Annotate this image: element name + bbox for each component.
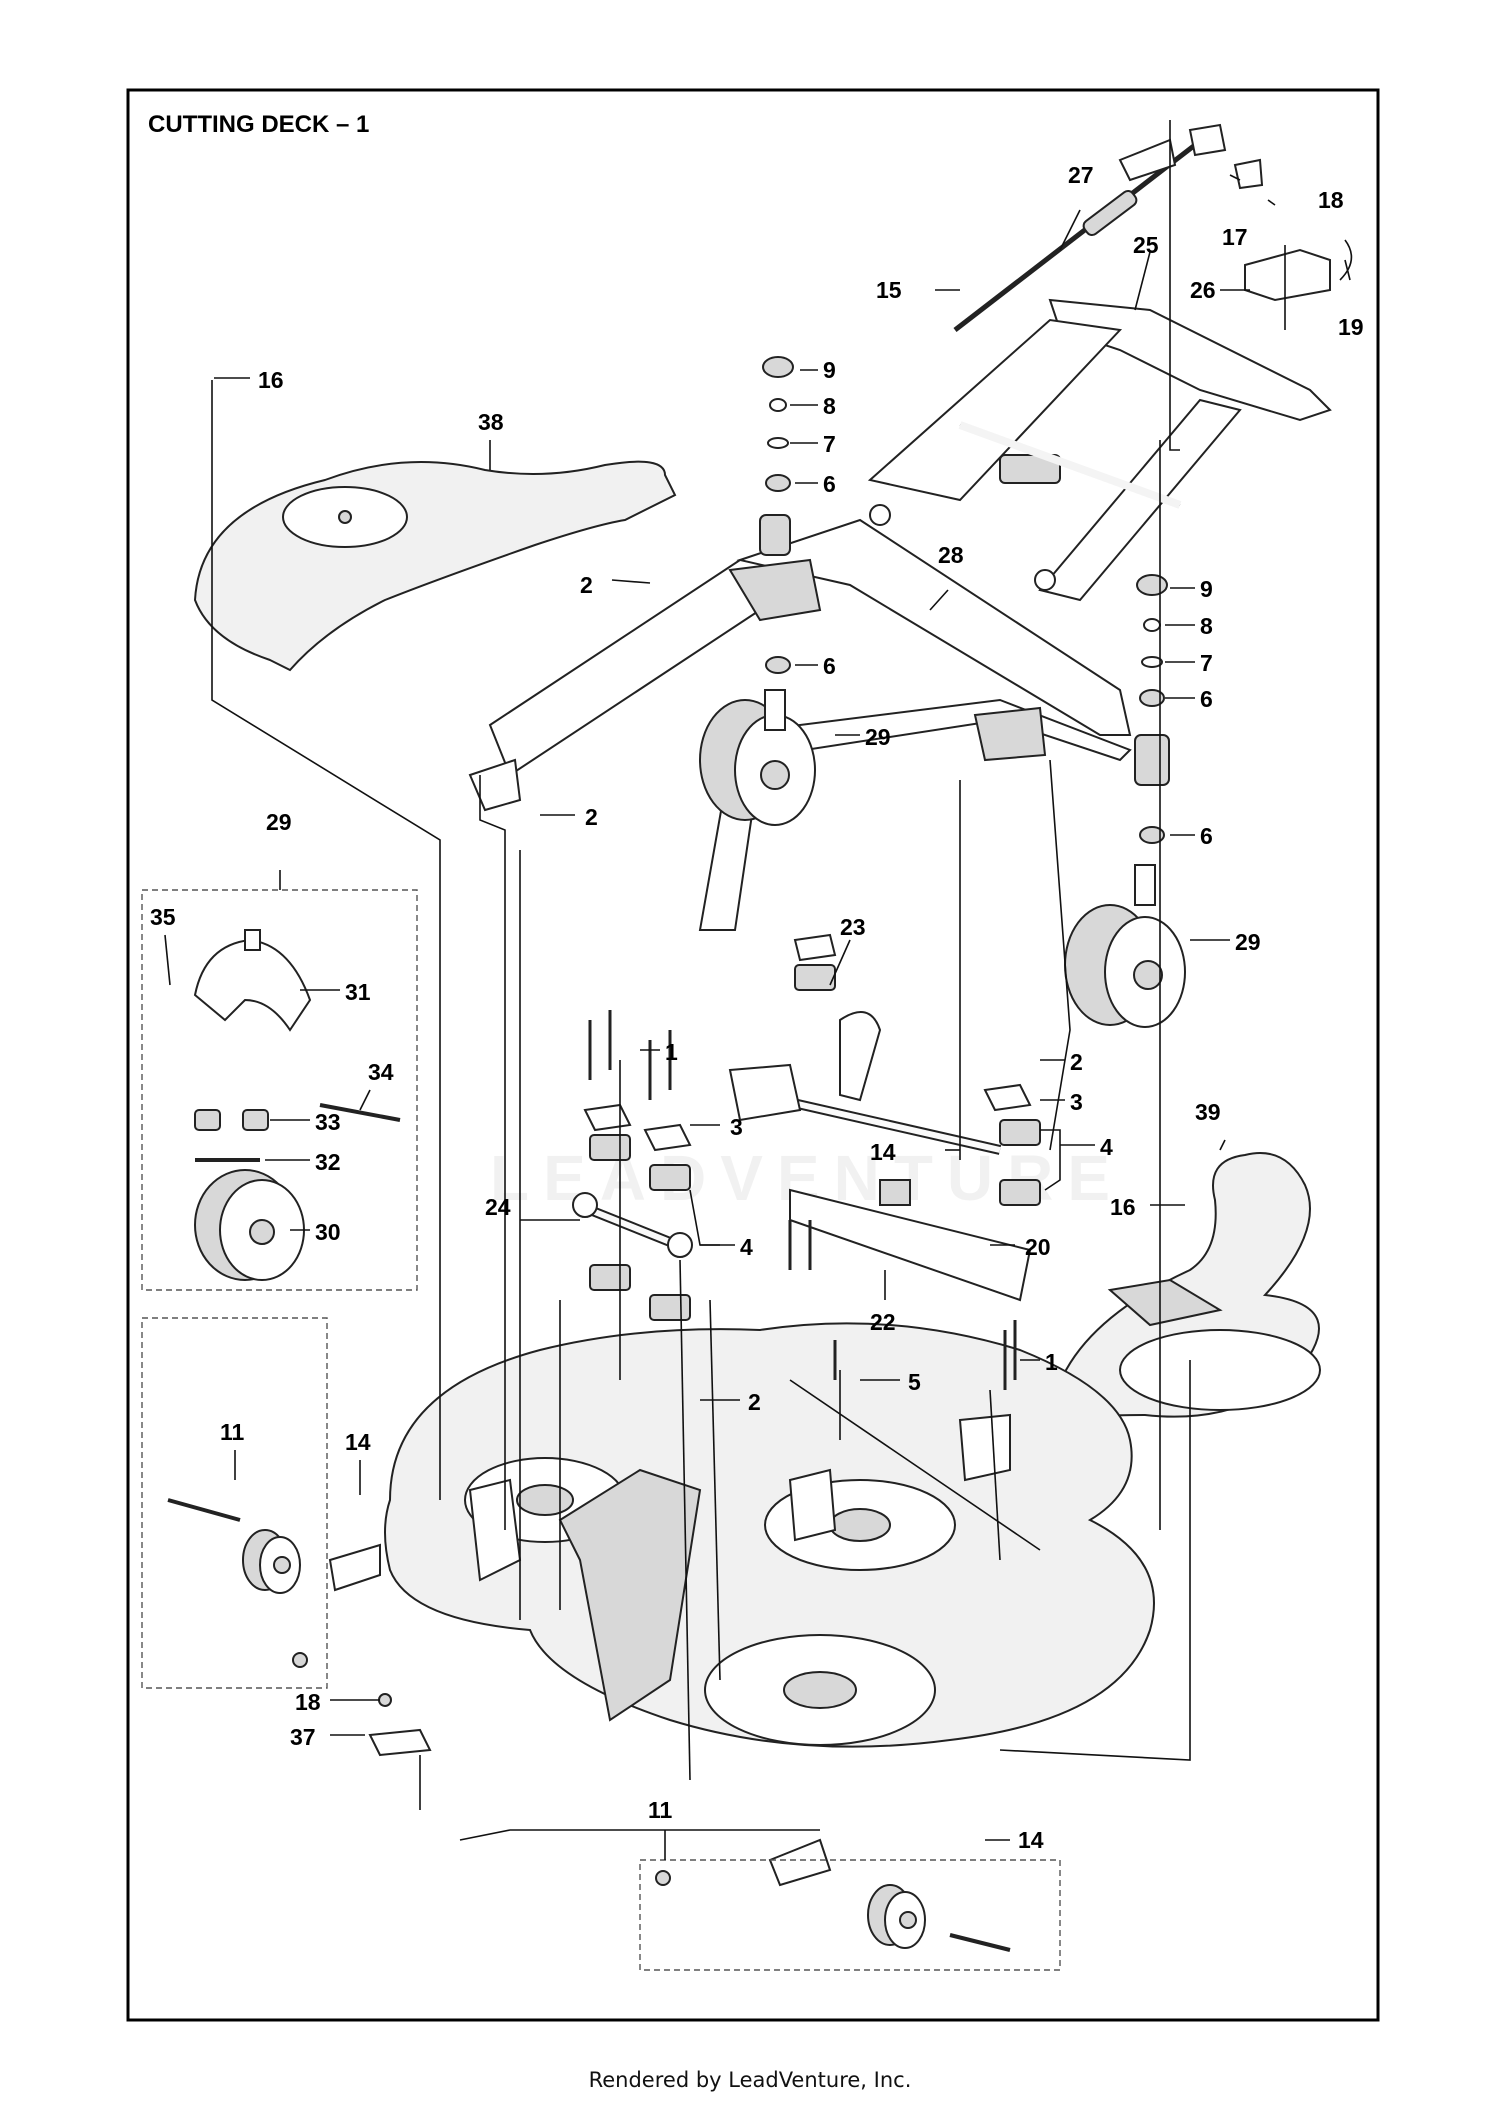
bracket-26 <box>1244 239 1353 302</box>
callout-labels: 27 18 17 25 15 26 19 9 8 7 6 16 38 2 28 … <box>150 162 1364 1853</box>
callout-29: 29 <box>266 809 292 835</box>
callout-16: 16 <box>258 367 284 393</box>
callout-33: 33 <box>315 1109 341 1135</box>
pivot-arm-23 <box>728 1011 1002 1155</box>
bolts <box>588 1010 1017 1390</box>
callout-14: 14 <box>870 1139 896 1165</box>
callout-3: 3 <box>730 1114 743 1140</box>
callout-24: 24 <box>485 1194 511 1220</box>
callout-25: 25 <box>1133 232 1159 258</box>
caster-stack-left <box>762 356 794 674</box>
footer-credit: Rendered by LeadVenture, Inc. <box>589 2068 912 2092</box>
callout-14: 14 <box>1018 1827 1044 1853</box>
callout-4: 4 <box>1100 1134 1113 1160</box>
callout-22: 22 <box>870 1309 896 1335</box>
caster-stack-right <box>1136 574 1168 844</box>
belt-cover-right <box>1048 1152 1321 1422</box>
callout-19: 19 <box>1338 314 1364 340</box>
callout-18: 18 <box>1318 187 1344 213</box>
caster-detail-box <box>141 889 418 1291</box>
callout-28: 28 <box>938 542 964 568</box>
callout-26: 26 <box>1190 277 1216 303</box>
callout-7: 7 <box>823 431 836 457</box>
pivot-arm-24 <box>572 1192 693 1258</box>
callout-11: 11 <box>220 1419 245 1445</box>
callout-6: 6 <box>823 471 836 497</box>
callout-20: 20 <box>1025 1234 1051 1260</box>
callout-14: 14 <box>345 1429 371 1455</box>
callout-1: 1 <box>1045 1349 1058 1375</box>
leader-lines <box>164 120 1351 1860</box>
callout-27: 27 <box>1068 162 1094 188</box>
callout-6: 6 <box>1200 823 1213 849</box>
front-caster-wheel-right <box>1064 864 1186 1028</box>
callout-11: 11 <box>648 1797 673 1823</box>
callout-9: 9 <box>823 357 836 383</box>
callout-2: 2 <box>1070 1049 1083 1075</box>
lift-arm-assembly <box>867 298 1332 602</box>
callout-39: 39 <box>1195 1099 1221 1125</box>
callout-38: 38 <box>478 409 504 435</box>
callout-31: 31 <box>345 979 371 1005</box>
callout-37: 37 <box>290 1724 316 1750</box>
mower-deck-housing <box>328 1322 1155 1887</box>
callout-2: 2 <box>580 572 593 598</box>
front-caster-wheel-left <box>699 689 816 826</box>
anti-scalp-wheel-right-box <box>639 1859 1061 1971</box>
callout-1: 1 <box>665 1039 678 1065</box>
callout-29: 29 <box>1235 929 1261 955</box>
callout-8: 8 <box>1200 613 1213 639</box>
diagram-border <box>126 88 1380 2022</box>
callout-5: 5 <box>908 1369 921 1395</box>
callout-8: 8 <box>823 393 836 419</box>
callout-2: 2 <box>748 1389 761 1415</box>
callout-4: 4 <box>740 1234 753 1260</box>
callout-3: 3 <box>1070 1089 1083 1115</box>
callout-6: 6 <box>1200 686 1213 712</box>
callout-6: 6 <box>823 653 836 679</box>
callout-17: 17 <box>1222 224 1248 250</box>
bracket-37 <box>368 1693 432 1757</box>
belt-cover-left <box>193 460 677 672</box>
callout-23: 23 <box>840 914 866 940</box>
callout-7: 7 <box>1200 650 1213 676</box>
callout-2: 2 <box>585 804 598 830</box>
callout-9: 9 <box>1200 576 1213 602</box>
callout-35: 35 <box>150 904 176 930</box>
callout-30: 30 <box>315 1219 341 1245</box>
page-title: CUTTING DECK – 1 <box>148 111 369 138</box>
pivot-bar-22 <box>789 1179 1032 1302</box>
anti-scalp-wheel-left-box <box>141 1317 328 1689</box>
lift-link-rod <box>953 123 1264 332</box>
callout-18: 18 <box>295 1689 321 1715</box>
callout-29: 29 <box>865 724 891 750</box>
callout-34: 34 <box>368 1059 394 1085</box>
callout-15: 15 <box>876 277 902 303</box>
callout-16: 16 <box>1110 1194 1136 1220</box>
callout-32: 32 <box>315 1149 341 1175</box>
